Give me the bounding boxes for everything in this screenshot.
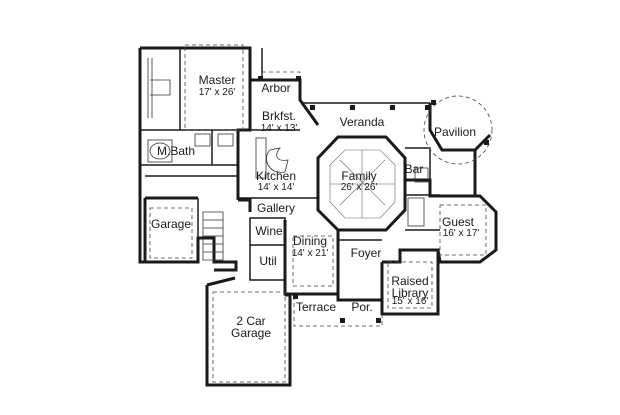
room-arbor-name: Arbor [261,81,290,95]
dashed-outlines [149,44,493,383]
room-library-name2: Library [392,286,429,300]
room-garage2-name2: Garage [231,326,271,340]
exterior-walls [138,46,498,387]
room-guest-name: Guest [442,215,475,229]
room-master-dim: 17' x 26' [199,87,236,98]
room-kitchen-name: Kitchen [256,169,296,183]
room-brkfst-name: Brkfst. [262,109,296,123]
room-guest-dim: 16' x 17' [443,228,480,239]
room-util-name: Util [259,254,276,268]
room-porch-name: Por. [351,300,372,314]
room-dining-name: Dining [293,234,327,248]
room-wine-name: Wine [255,224,283,238]
room-garage2-name: 2 Car [236,314,265,328]
room-gallery-name: Gallery [257,201,295,215]
room-mbath-name: M.Bath [157,144,195,158]
room-foyer-name: Foyer [351,246,382,260]
room-dining-dim: 14' x 21' [292,248,329,259]
family-ceiling [329,149,396,219]
room-pavilion-name: Pavilion [434,125,476,139]
room-labels: Master 17' x 26' Arbor Brkfst. 14' x 13'… [151,73,479,340]
room-brkfst-dim: 14' x 13' [261,123,298,134]
room-garage-name: Garage [151,217,191,231]
room-library-dim: 15' x 16' [392,296,429,307]
room-family-name: Family [341,169,376,183]
room-terrace-name: Terrace [296,300,336,314]
fixtures [147,58,429,261]
room-master-name: Master [199,73,236,87]
room-family-dim: 26' x 26' [341,182,378,193]
room-bar-name: Bar [405,162,424,176]
room-kitchen-dim: 14' x 14' [258,182,295,193]
columns [258,76,489,323]
room-veranda-name: Veranda [340,115,385,129]
room-library-name: Raised [391,274,428,288]
